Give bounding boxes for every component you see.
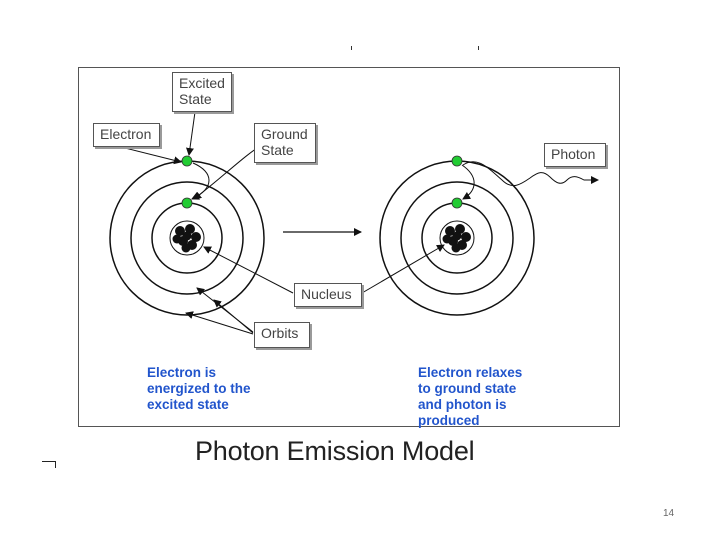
atom-left — [109, 155, 265, 316]
callout-nucleus: Nucleus — [294, 283, 362, 307]
arrow-orbits-middle — [213, 299, 254, 334]
stray-mark — [478, 46, 479, 50]
arrow-relax-right — [461, 164, 475, 200]
callout-excited-state: Excited State — [172, 72, 232, 112]
arrow-nucleus-left — [203, 246, 294, 294]
arrow-relax-left — [191, 162, 210, 200]
callout-electron: Electron — [93, 123, 160, 147]
arrow-nucleus-right — [361, 244, 445, 294]
electron-ground-right — [451, 197, 463, 209]
atom-right — [379, 155, 535, 316]
arrow-excited-state — [186, 111, 196, 156]
nucleus-right — [439, 220, 475, 256]
corner-mark — [55, 461, 56, 468]
page-number: 14 — [663, 508, 675, 519]
figure-frame — [78, 67, 620, 427]
orbit-right-middle — [400, 181, 514, 295]
electron-ground-left — [181, 197, 193, 209]
caption-right: Electron relaxes to ground state and pho… — [418, 365, 523, 428]
page-title: Photon Emission Model — [195, 436, 475, 466]
corner-mark — [42, 461, 56, 462]
electron-excited-left — [181, 155, 193, 167]
stray-mark — [351, 46, 352, 50]
arrow-orbits-outer — [185, 311, 254, 335]
callout-ground-state: Ground State — [254, 123, 316, 163]
nucleus-left — [169, 220, 205, 256]
caption-left: Electron is energized to the excited sta… — [147, 365, 251, 412]
orbit-left-middle — [130, 181, 244, 295]
arrow-electron — [124, 147, 182, 165]
photon-wave — [462, 161, 599, 187]
callout-photon: Photon — [544, 143, 606, 167]
callout-orbits: Orbits — [254, 322, 310, 348]
electron-excited-right — [451, 155, 463, 167]
